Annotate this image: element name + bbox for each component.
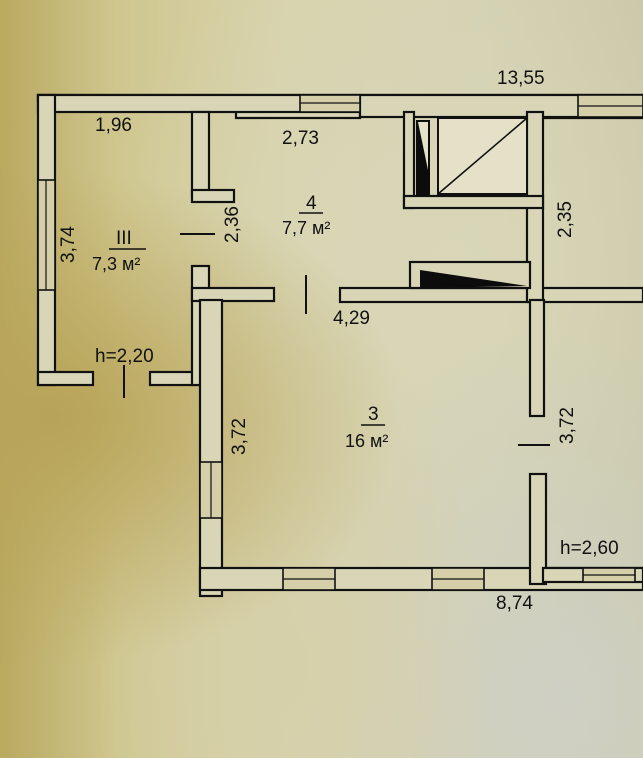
dim-room-iii-right: 2,36 [222, 206, 243, 243]
window-left-room-3 [199, 461, 223, 519]
room-iii-ceiling: h=2,20 [95, 346, 154, 367]
wall-right-room-3-upper [528, 298, 546, 418]
wall-bottom-room-iii-left [36, 370, 95, 387]
dim-room-iii-left: 3,74 [58, 226, 79, 263]
dim-room-3-bottom: 8,74 [496, 593, 533, 614]
dim-room-iii-top: 1,96 [95, 115, 132, 136]
partition-4-3-left-stub [190, 286, 276, 303]
window-left-room-iii [37, 179, 56, 291]
wall-right-room-3-lower [528, 472, 548, 586]
window-top-room-4 [299, 94, 361, 113]
wall-left-room-3 [198, 298, 224, 598]
dim-overall-width: 13,55 [497, 68, 545, 89]
room-iii-area: 7,3 м² [92, 254, 140, 274]
partition-4-3-right [338, 286, 643, 304]
window-top-right [577, 94, 643, 118]
dim-room-3-left: 3,72 [229, 418, 250, 455]
room-iii-number: III [116, 228, 132, 249]
room-4-number: 4 [306, 193, 317, 214]
window-bottom-room-3-a [282, 567, 336, 591]
closet-left-wall [402, 110, 416, 210]
closet-fill-light [418, 122, 428, 170]
dim-adjacent-vertical: 2,35 [555, 201, 576, 238]
partition-iii-4-upper-stub [190, 188, 236, 204]
closet-bottom-wall [402, 194, 545, 210]
dim-room-4-top: 2,73 [282, 128, 319, 149]
wedge-dark [420, 270, 527, 288]
room-4-area: 7,7 м² [282, 218, 330, 238]
stair-box [437, 117, 528, 195]
window-bottom-right [582, 567, 636, 583]
room-3-number: 3 [368, 404, 379, 425]
partition-iii-4-upper [190, 110, 211, 198]
dim-room-4-bottom: 4,29 [333, 308, 370, 329]
room-3-ceiling: h=2,60 [560, 538, 619, 559]
window-bottom-room-3-b [431, 567, 485, 591]
dim-room-3-right: 3,72 [557, 407, 578, 444]
room-3-area: 16 м² [345, 431, 388, 451]
